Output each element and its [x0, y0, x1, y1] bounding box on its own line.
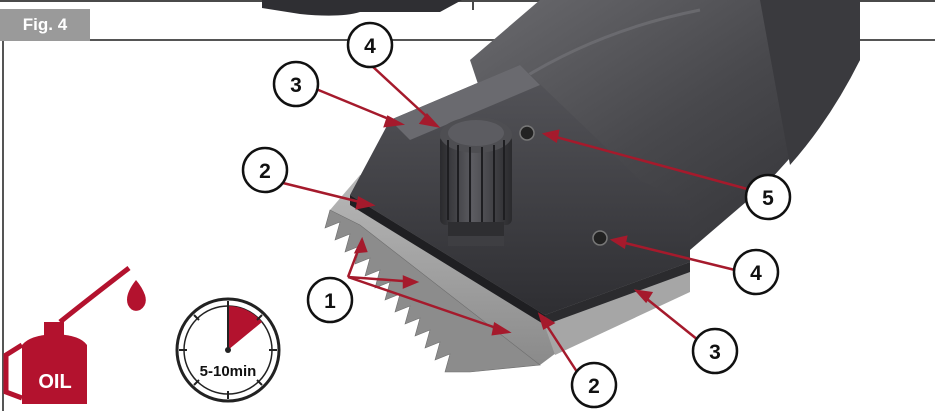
callout-4-right: 4 [732, 248, 780, 296]
screw-hole-right [592, 230, 608, 246]
callout-number: 2 [588, 375, 600, 398]
callout-2-bottom: 2 [570, 361, 618, 409]
callout-number: 2 [259, 160, 271, 183]
oil-drop-icon [127, 280, 146, 311]
callout-3-bottom: 3 [691, 327, 739, 375]
oil-can-icon [3, 266, 146, 404]
callout-number: 4 [364, 35, 376, 58]
timer-label: 5-10min [200, 363, 257, 380]
callout-5: 5 [744, 173, 792, 221]
figure-label: Fig. 4 [0, 9, 90, 41]
callout-3-top: 3 [272, 60, 320, 108]
callout-number: 4 [750, 262, 762, 285]
stopwatch-icon [175, 297, 281, 403]
callout-4-top: 4 [346, 21, 394, 69]
callout-1: 1 [306, 276, 354, 324]
callout-2-left: 2 [241, 146, 289, 194]
oil-label: OIL [38, 371, 71, 393]
screw-hole-top [519, 125, 535, 141]
callout-number: 1 [324, 290, 336, 313]
leader-lines [282, 65, 763, 379]
callout-number: 3 [290, 74, 302, 97]
callout-number: 5 [762, 187, 774, 210]
top-cutoff-part [262, 0, 462, 16]
tension-knob [440, 117, 512, 246]
blade-teeth [324, 209, 541, 373]
callout-number: 3 [709, 341, 721, 364]
